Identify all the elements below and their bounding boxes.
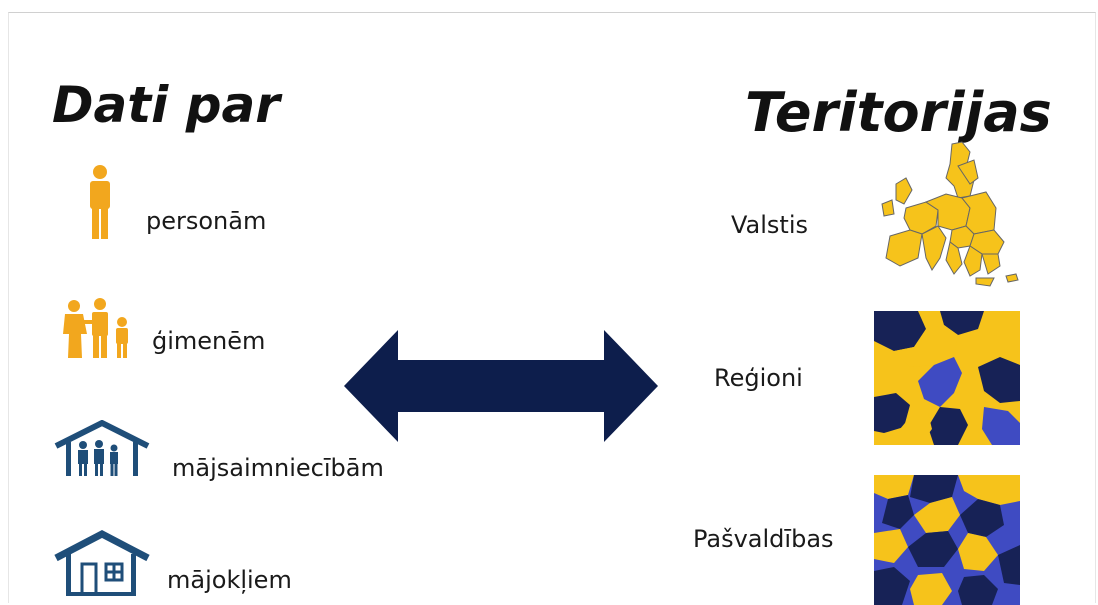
- family-icon: [58, 298, 134, 360]
- slide-frame: [8, 12, 1096, 603]
- person-icon: [80, 165, 120, 241]
- municipalities-label: Pašvaldības: [693, 525, 834, 553]
- dwellings-label: mājokļiem: [167, 566, 292, 594]
- regions-label: Reģioni: [714, 364, 803, 392]
- left-heading: Dati par: [52, 76, 280, 134]
- right-heading: Teritorijas: [745, 81, 1052, 144]
- countries-label: Valstis: [731, 211, 809, 239]
- double-arrow-icon: [344, 330, 658, 442]
- dwelling-icon: [52, 530, 152, 596]
- households-label: mājsaimniecībām: [172, 454, 384, 482]
- persons-label: personām: [146, 207, 267, 235]
- household-icon: [52, 420, 152, 478]
- families-label: ģimenēm: [152, 327, 266, 355]
- municipalities-map-icon: [874, 475, 1020, 605]
- europe-map-icon: [866, 138, 1022, 288]
- regions-map-icon: [874, 311, 1020, 445]
